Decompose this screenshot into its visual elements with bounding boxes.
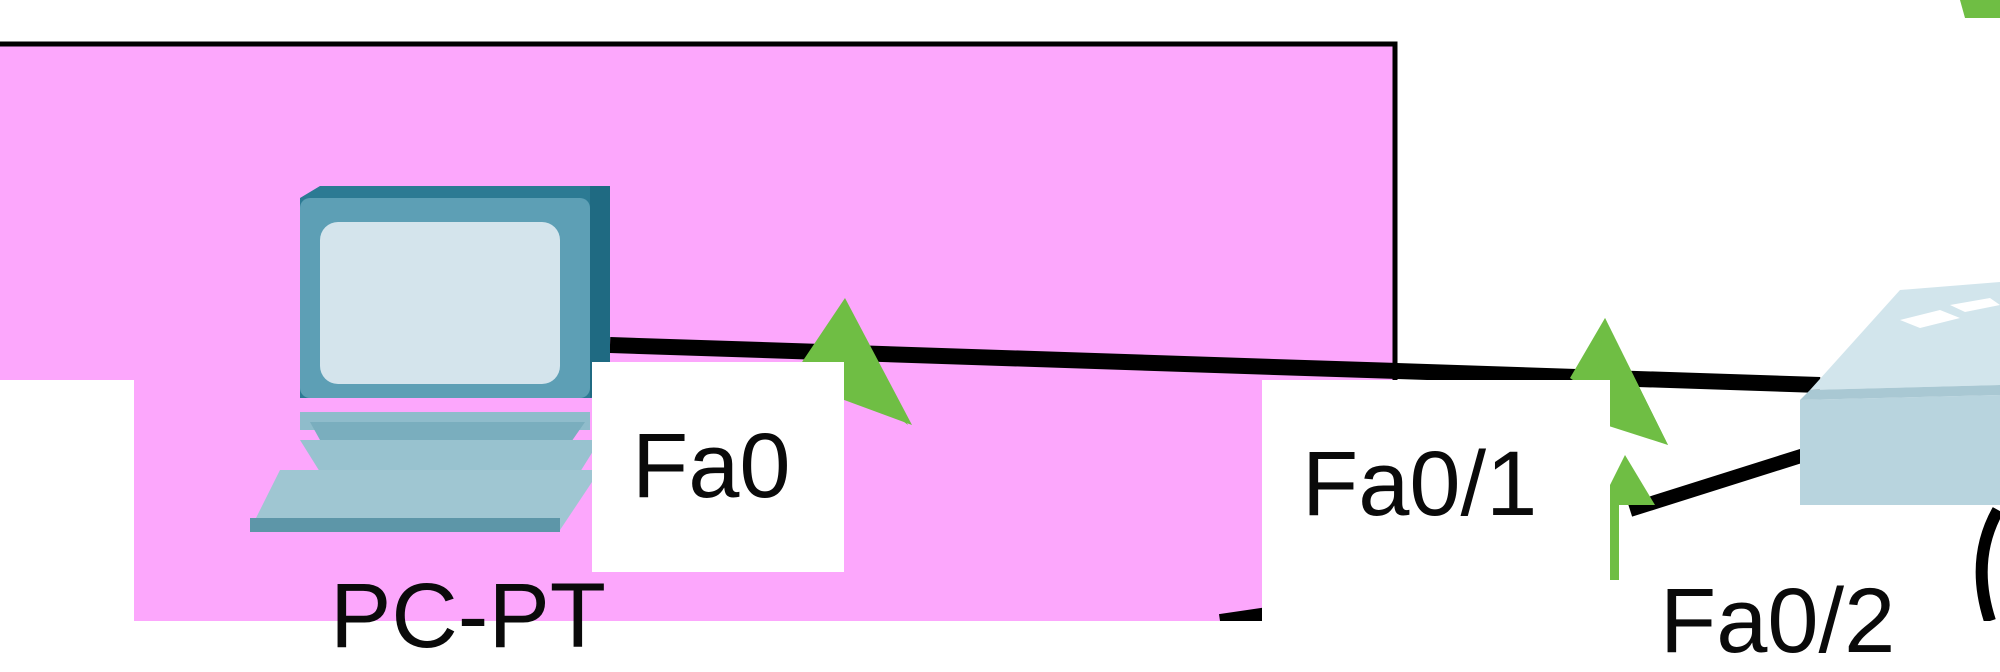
label-box-fa0-2 — [1640, 560, 1960, 621]
port-label-fa0-1: Fa0/1 — [1302, 433, 1538, 535]
link-status-pc-fa0 — [790, 298, 912, 425]
device-label-pc: PC-PT — [330, 565, 606, 667]
port-label-fa0-2: Fa0/2 — [1660, 570, 1896, 672]
cable-switch-fa0-2[interactable] — [1627, 443, 1823, 517]
switch-icon[interactable] — [1800, 282, 2000, 505]
cable-line — [1627, 443, 1823, 517]
label-box-fa0 — [592, 362, 844, 572]
pc-icon[interactable] — [250, 186, 610, 532]
link-status-top-right — [1960, 0, 2000, 18]
left-label-patch — [0, 380, 134, 621]
cable-right-edge — [1975, 507, 2000, 621]
topology-canvas[interactable] — [0, 0, 2000, 621]
port-label-fa0: Fa0 — [632, 415, 791, 517]
label-box-fa0-1 — [1262, 380, 1610, 621]
